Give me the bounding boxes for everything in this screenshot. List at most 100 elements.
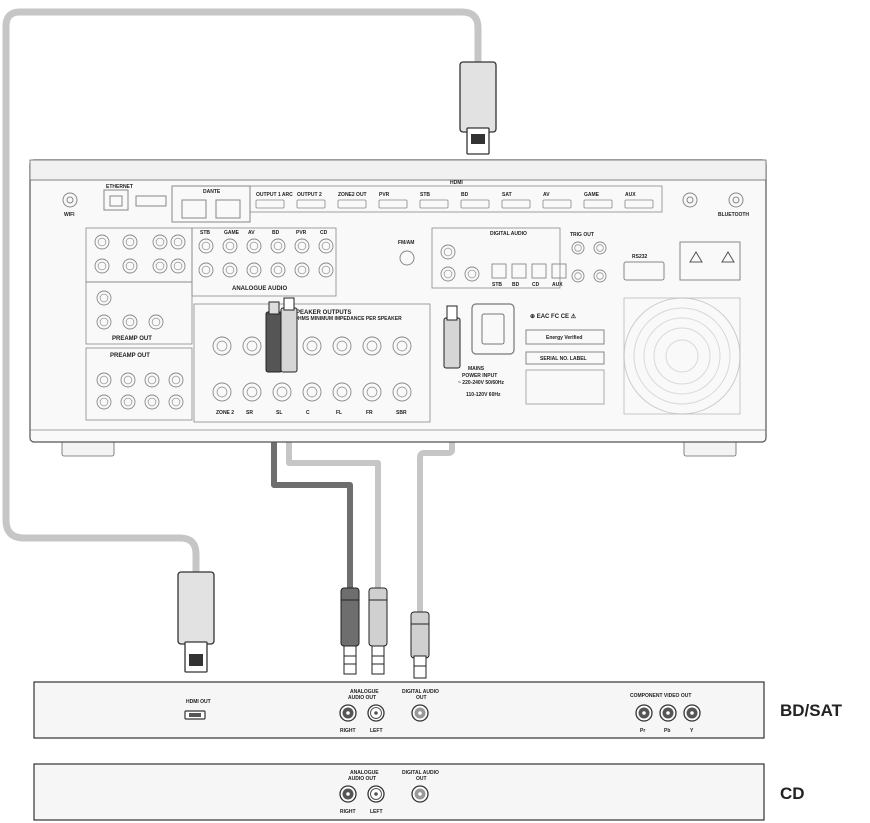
speaker-terminal	[392, 382, 412, 402]
energy-label: Energy Verified	[546, 335, 582, 341]
digital-input-label: CD	[532, 282, 540, 288]
hdmi-input-label: GAME	[584, 192, 600, 198]
cd-right-label: RIGHT	[340, 809, 356, 815]
speaker-label: SL	[276, 410, 282, 416]
preamp-jack	[122, 314, 138, 330]
analogue-jack	[198, 262, 214, 278]
hdmi-input-label: OUTPUT 2	[297, 192, 322, 198]
hdmi-plug-bottom	[177, 571, 215, 673]
cd-analogue-label-1: ANALOGUE	[350, 770, 379, 776]
cd-jack-left	[367, 785, 385, 803]
speaker-terminal	[362, 382, 382, 402]
analogue-jack	[318, 262, 334, 278]
bdsat-digital-label-2: OUT	[416, 695, 427, 701]
speaker-label: SBR	[396, 410, 407, 416]
analogue-jack	[246, 262, 262, 278]
wifi-antenna-icon	[62, 192, 78, 208]
speaker-terminal	[332, 336, 352, 356]
bdsat-analogue-label-2: AUDIO OUT	[348, 695, 376, 701]
cd-digital-label-2: OUT	[416, 776, 427, 782]
hdmi-cable-top	[2, 8, 482, 579]
speaker-terminal	[302, 336, 322, 356]
speaker-label: SR	[246, 410, 253, 416]
analogue-input-label: AV	[248, 230, 255, 236]
speaker-outputs-label: SPEAKER OUTPUTS	[292, 310, 351, 316]
hdmi-input-port: STB	[419, 192, 449, 209]
bluetooth-label: BLUETOOTH	[718, 212, 749, 218]
digital-input-label: AUX	[552, 282, 563, 288]
speaker-label: C	[306, 410, 310, 416]
digital-input-label: BD	[512, 282, 520, 288]
trigger-jack	[593, 269, 607, 283]
optical-port: CD	[531, 263, 547, 288]
optical-port: STB	[491, 263, 507, 288]
hdmi-input-label: SAT	[502, 192, 512, 198]
ethernet-label: ETHERNET	[106, 184, 133, 190]
digital-input-label: STB	[492, 282, 502, 288]
hdmi-input-port: AV	[542, 192, 572, 209]
speaker-terminal	[392, 336, 412, 356]
preamp-jack	[96, 394, 112, 410]
speaker-terminal	[272, 382, 292, 402]
preamp-jack	[96, 372, 112, 388]
hdmi-input-label: OUTPUT 1 ARC	[256, 192, 293, 198]
speaker-label: FL	[336, 410, 342, 416]
preamp-jack	[148, 314, 164, 330]
bdsat-device-name: BD/SAT	[780, 701, 843, 720]
analogue-jack	[222, 238, 238, 254]
speaker-terminal	[362, 336, 382, 356]
rca-plug-bdsat-digital	[410, 611, 430, 679]
bdsat-pr-label: Pr	[640, 728, 645, 734]
preamp-jack	[144, 372, 160, 388]
bdsat-jack-pr	[635, 704, 653, 722]
mains-line-3: ~ 220-240V 50/60Hz	[458, 380, 505, 386]
speaker-label: FR	[366, 410, 373, 416]
analogue-left-jacks	[94, 234, 186, 274]
trigger-jack	[571, 241, 585, 255]
hdmi-input-port: SAT	[501, 192, 531, 209]
digital-audio-jacks: STB BD CD AUX	[440, 244, 567, 288]
preamp-jack	[120, 372, 136, 388]
analogue-jack	[170, 258, 186, 274]
hdmi-input-label: STB	[420, 192, 430, 198]
dante-label: DANTE	[203, 189, 221, 195]
bdsat-component-label: COMPONENT VIDEO OUT	[630, 693, 691, 699]
mains-line-1: MAINS	[468, 366, 485, 372]
trigger-jack	[571, 269, 585, 283]
preamp-jacks-top	[96, 290, 164, 330]
bdsat-jack-y	[683, 704, 701, 722]
cert-logos: ⊕ EAC FC CE ⚠	[530, 313, 577, 320]
hdmi-input-label: AV	[543, 192, 550, 198]
analogue-jack	[198, 238, 214, 254]
preamp-jacks-bottom	[96, 372, 184, 410]
bdsat-jack-digital	[411, 704, 429, 722]
analogue-jack	[294, 262, 310, 278]
serial-label: SERIAL NO. LABEL	[540, 356, 587, 362]
coax-jack	[464, 266, 480, 282]
hdmi-bank-label: HDMI	[450, 180, 463, 186]
analogue-input-label: PVR	[296, 230, 307, 236]
cd-analogue-label-2: AUDIO OUT	[348, 776, 376, 782]
fm-label: FM/AM	[398, 240, 414, 246]
cd-left-label: LEFT	[370, 809, 383, 815]
bdsat-y-label: Y	[690, 728, 694, 734]
av-receiver: WIFI BLUETOOTH ETHERNET DANTE HDMI OUTPU…	[29, 159, 767, 457]
rs232-label: RS232	[632, 254, 648, 260]
bd-sat-device: HDMI OUT ANALOGUE AUDIO OUT DIGITAL AUDI…	[33, 681, 765, 739]
analogue-jack	[318, 238, 334, 254]
coax-jack	[440, 244, 456, 260]
cd-device: ANALOGUE AUDIO OUT DIGITAL AUDIO OUT RIG…	[33, 763, 765, 821]
speaker-terminal	[212, 336, 232, 356]
mains-line-2: POWER INPUT	[462, 373, 497, 379]
analogue-jack	[270, 238, 286, 254]
mains-line-4: 110-120V 60Hz	[466, 392, 501, 398]
preamp-jack	[168, 394, 184, 410]
analogue-input-label: CD	[320, 230, 328, 236]
hdmi-input-port: OUTPUT 1 ARC	[255, 192, 293, 209]
analogue-jack	[170, 234, 186, 250]
digital-coax-cable	[417, 362, 455, 615]
speaker-terminal	[242, 336, 262, 356]
